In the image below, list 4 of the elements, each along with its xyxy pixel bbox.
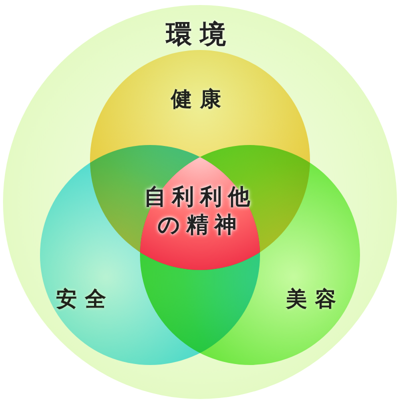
- circle-label: 健康: [171, 86, 229, 113]
- circle-label: 環境: [166, 19, 234, 52]
- circle-label: 安全: [56, 286, 114, 313]
- circle-label: 美容: [286, 286, 344, 313]
